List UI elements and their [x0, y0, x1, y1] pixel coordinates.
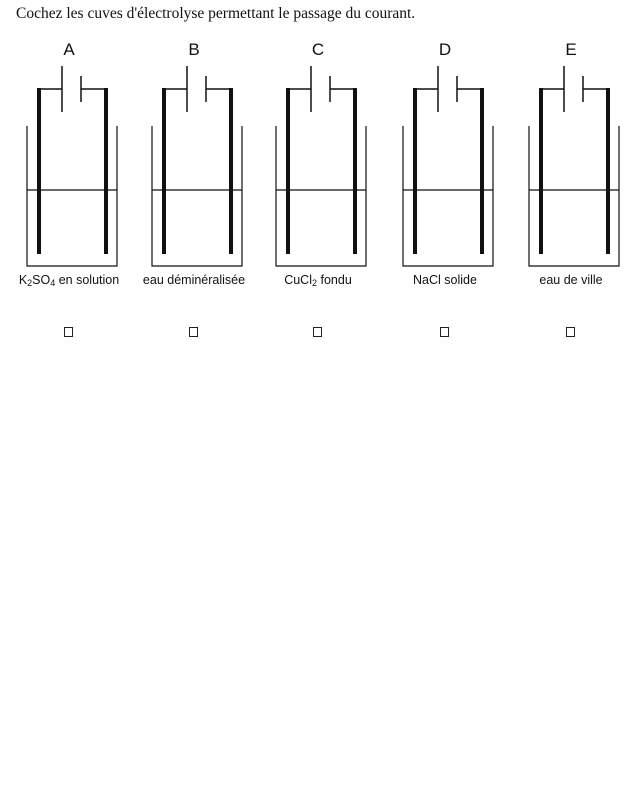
cell-diagram: [26, 66, 118, 267]
caption-text: CuCl: [284, 273, 312, 287]
cell-a: A K2SO4 en solution: [14, 40, 124, 350]
checkbox-cell-d[interactable]: [440, 327, 449, 337]
caption-subscript: 2: [27, 278, 33, 288]
cell-caption: eau déminéralisée: [127, 273, 261, 287]
caption-text: en solution: [55, 273, 120, 287]
checkbox-cell-c[interactable]: [313, 327, 322, 337]
cell-letter: E: [565, 40, 577, 59]
question-text: Cochez les cuves d'électrolyse permettan…: [16, 5, 416, 22]
checkbox-cell-e[interactable]: [566, 327, 575, 337]
checkbox-cell-b[interactable]: [189, 327, 198, 337]
checkbox-cell-a[interactable]: [64, 327, 73, 337]
caption-text: K: [18, 273, 28, 287]
cell-caption: CuCl2 fondu: [251, 273, 385, 288]
cell-caption: K2SO4 en solution: [2, 273, 136, 288]
cell-caption: eau de ville: [504, 273, 638, 287]
caption-text: eau déminéralisée: [142, 273, 246, 287]
beaker: [528, 126, 620, 267]
cell-diagram: [402, 66, 494, 267]
beaker: [402, 126, 494, 267]
cell-letter: D: [438, 40, 452, 59]
cell-diagram: [151, 66, 243, 267]
cell-letter: A: [63, 40, 75, 59]
cell-caption: NaCl solide: [378, 273, 512, 287]
beaker: [151, 126, 243, 267]
caption-subscript: 4: [50, 278, 56, 288]
beaker: [26, 126, 118, 267]
cell-letter: B: [188, 40, 200, 59]
caption-subscript: 2: [312, 278, 318, 288]
beaker: [275, 126, 367, 267]
caption-text: fondu: [317, 273, 352, 287]
caption-text: SO: [32, 273, 51, 287]
caption-text: eau de ville: [539, 273, 603, 287]
cell-d: D NaCl solide: [390, 40, 500, 350]
cell-c: C CuCl2 fondu: [263, 40, 373, 350]
cell-diagram: [528, 66, 620, 267]
cell-diagram: [275, 66, 367, 267]
cell-letter: C: [311, 40, 325, 59]
caption-text: NaCl solide: [413, 273, 477, 287]
